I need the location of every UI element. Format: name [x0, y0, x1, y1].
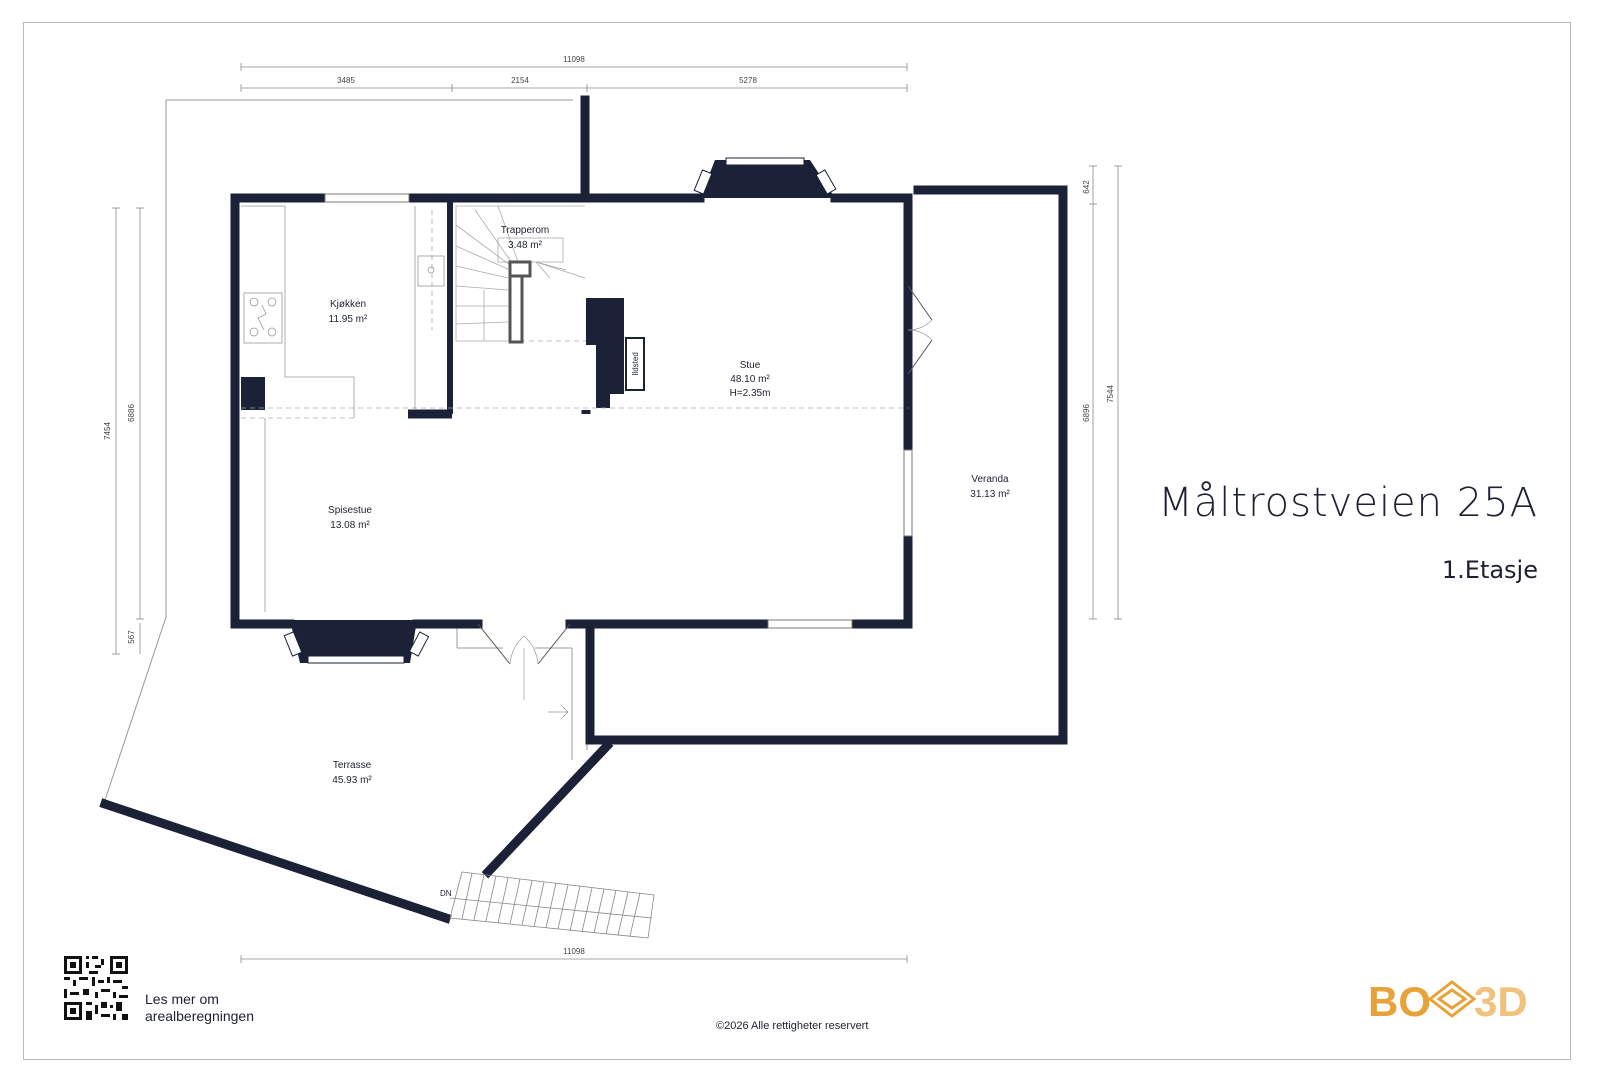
page-frame: [23, 22, 1571, 1060]
dim-top-seg-1: 3485: [337, 76, 355, 85]
room-spisestue-name: Spisestue: [328, 505, 372, 516]
dimension-lines: [112, 63, 1122, 963]
room-terrasse-name: Terrasse: [333, 760, 372, 771]
room-veranda-area: 31.13 m²: [970, 489, 1010, 500]
room-kjokken-area: 11.95 m²: [329, 314, 368, 325]
dim-left-small: 567: [127, 630, 136, 644]
qr-code[interactable]: [63, 955, 129, 1021]
copyright: ©2026 Alle rettigheter reservert: [716, 1020, 869, 1032]
floor-label: 1.Etasje: [1441, 556, 1538, 584]
walls: [99, 95, 1068, 924]
room-spisestue-area: 13.08 m²: [330, 520, 370, 531]
dim-top-seg-3: 5278: [739, 76, 757, 85]
room-stue-area: 48.10 m²: [730, 374, 770, 385]
exterior-stairs: [449, 871, 655, 939]
dim-left-inner: 6886: [127, 404, 136, 422]
room-kjokken-name: Kjøkken: [330, 299, 366, 310]
logo-text-left: BO: [1368, 978, 1431, 1022]
dim-right-small: 642: [1082, 180, 1091, 194]
qr-caption-line-1: Les mer om: [145, 991, 219, 1007]
room-veranda-name: Veranda: [971, 474, 1009, 485]
dim-top-seg-2: 2154: [511, 76, 529, 85]
room-trapperom-area: 3.48 m²: [508, 240, 543, 251]
bo3d-logo: BO 3D: [1368, 978, 1528, 1022]
trapperom-stairs: [455, 205, 586, 342]
logo-text-right: 3D: [1474, 978, 1528, 1022]
dim-bottom-total: 11098: [563, 947, 585, 956]
page-title: Måltrostveien 25A: [1158, 480, 1538, 526]
dim-right-outer: 7544: [1106, 385, 1115, 403]
logo-diamond-icon: [1427, 980, 1477, 1018]
qr-caption-line-2: arealberegningen: [145, 1008, 254, 1024]
dim-top-total: 11098: [563, 55, 585, 64]
ildsted-label: Ildsted: [631, 352, 640, 376]
dim-left-outer: 7454: [103, 422, 112, 440]
dimension-labels: 11098 3485 2154 5278 11098 7454 6886 567…: [103, 55, 1115, 956]
room-stue-name: Stue: [740, 360, 761, 371]
room-trapperom-name: Trapperom: [501, 225, 550, 236]
dim-right-inner: 6896: [1082, 404, 1091, 422]
qr-caption[interactable]: Les mer om arealberegningen: [145, 991, 254, 1025]
stairs-down-label: DN: [440, 889, 452, 898]
room-terrasse-area: 45.93 m²: [332, 775, 372, 786]
room-stue-height: H=2.35m: [730, 388, 771, 399]
